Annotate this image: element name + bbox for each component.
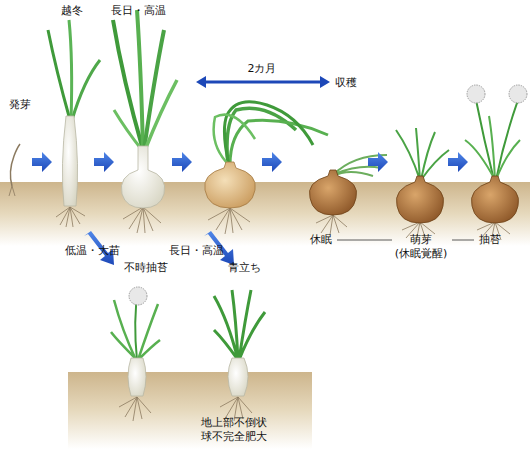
stage-line bbox=[337, 240, 474, 241]
roots bbox=[9, 186, 15, 196]
stage-label: 低温・大苗 bbox=[65, 244, 120, 258]
stage-label: 2カ月 bbox=[248, 62, 277, 76]
stage-label: 地上部不倒状 球不完全肥大 bbox=[184, 416, 284, 444]
sprout bbox=[10, 144, 20, 186]
soil-band bbox=[68, 372, 312, 449]
stage-label: 青立ち bbox=[228, 261, 261, 275]
stage-label: 休眠 bbox=[310, 233, 332, 247]
period-arrow bbox=[196, 76, 330, 88]
plant-bulbing bbox=[113, 10, 177, 208]
plant-bolting bbox=[465, 85, 527, 223]
plant-overwinter bbox=[48, 20, 100, 206]
stage-label: 長日・高温 bbox=[111, 4, 166, 18]
soil-band bbox=[0, 182, 530, 246]
stage-label: 不時抽苔 bbox=[124, 261, 168, 275]
stage-label: 抽苔 bbox=[479, 233, 501, 247]
roots bbox=[56, 207, 510, 421]
plant-sprouting bbox=[396, 128, 449, 223]
stage-label: 萌芽 (休眠覚醒) bbox=[388, 233, 454, 261]
stage-arrows bbox=[32, 152, 468, 265]
stage-label: 収穫 bbox=[335, 76, 357, 90]
plant-no-lodging bbox=[214, 290, 265, 396]
plant-premature-bolting bbox=[111, 287, 160, 396]
stage-label: 長日・高温 bbox=[169, 244, 224, 258]
stage-label: 発芽 bbox=[9, 98, 31, 112]
stage-label: 越冬 bbox=[61, 4, 83, 18]
